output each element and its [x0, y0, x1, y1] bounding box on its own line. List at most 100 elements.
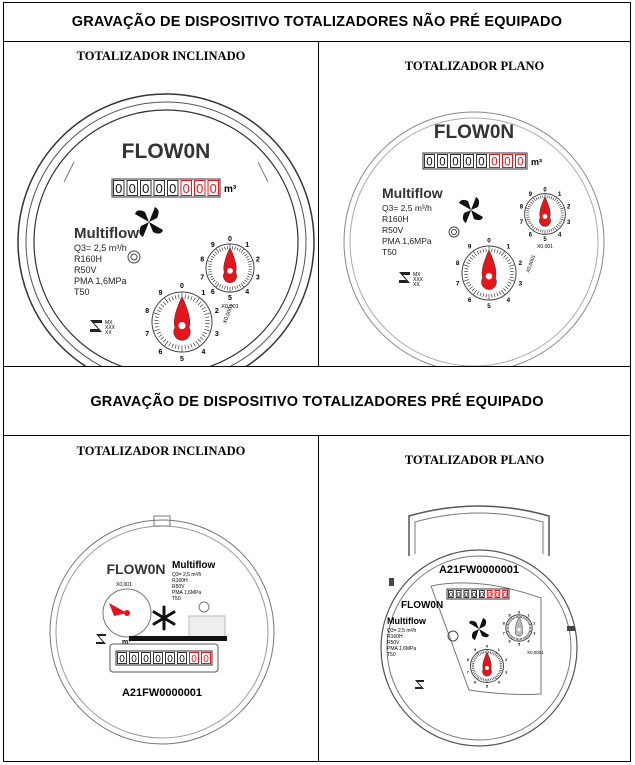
dial-tick [548, 195, 550, 199]
meter-drawing: FLOW0N Multiflow Q3= 2,5 m³/h R160H R50V… [49, 515, 275, 745]
dial-tick [498, 671, 501, 673]
propeller-icon [459, 197, 483, 223]
dial-hub [517, 628, 521, 632]
dial-tick [244, 279, 248, 283]
dial-pointer [481, 249, 497, 290]
dial-tick [168, 297, 171, 302]
dial-tick [203, 331, 208, 335]
dial-tick [489, 651, 492, 654]
dial-pointer [482, 651, 492, 677]
dial-tick [552, 197, 555, 201]
dial-tick [495, 654, 498, 657]
dial-number: 4 [245, 289, 249, 296]
dial-tick [508, 279, 515, 282]
dial-tick [509, 620, 512, 622]
odometer-digit: 0 [156, 181, 163, 196]
dial-number: 6 [529, 232, 533, 238]
dial-tick [473, 671, 476, 673]
odometer-digit-box [471, 590, 477, 598]
dial-tick [236, 285, 239, 289]
dial-tick [531, 200, 535, 203]
dial-number: 7 [467, 671, 469, 675]
dial-tick [473, 659, 476, 661]
dial-tick [178, 294, 180, 299]
dial-tick [524, 636, 527, 639]
odometer-digit-box [448, 590, 454, 598]
dial-number: 6 [159, 349, 163, 356]
dial-tick [552, 227, 555, 231]
dial-number: 6 [468, 297, 472, 304]
odometer-digit-box [437, 154, 448, 168]
unit-label: m³ [531, 157, 542, 167]
odometer-digit-box [489, 154, 500, 168]
dial-number: 5 [180, 356, 184, 363]
dial-tick [535, 197, 538, 201]
dial-tick [242, 251, 246, 255]
dial-tick [525, 218, 530, 221]
dial-tick [471, 254, 475, 258]
dial-number: 9 [159, 290, 163, 297]
propeller-icon [469, 618, 489, 640]
dial-number: 7 [145, 331, 149, 338]
dial-tick [482, 651, 485, 654]
dial-tick [238, 284, 241, 288]
dial-tick [174, 295, 177, 300]
dial-tick [507, 632, 510, 634]
dial-tick [211, 277, 215, 281]
dial-number: 7 [200, 275, 204, 282]
dial-tick [560, 210, 564, 212]
dial-tick [527, 633, 530, 635]
dial-pointer [223, 247, 237, 283]
dial-tick [558, 222, 562, 225]
dial-tick [496, 656, 499, 659]
svg-text:XX: XX [413, 282, 420, 288]
dial-tick [247, 260, 253, 263]
dial-number: 4 [558, 232, 562, 238]
dial-number: 9 [529, 192, 533, 198]
svg-text:T50: T50 [382, 247, 397, 257]
dial-tick [555, 200, 559, 203]
dial-tick [234, 286, 236, 290]
inmetro-logo [96, 634, 106, 644]
section-title-pre-equipped: GRAVAÇÃO DE DISPOSITIVO TOTALIZADORES PR… [3, 366, 631, 436]
dial-number: 0 [487, 237, 491, 244]
dial-tick [467, 284, 472, 287]
odometer-digit-box [502, 590, 508, 598]
dial-number: 0 [518, 610, 520, 614]
dial-tick [482, 248, 485, 253]
dial-tick [203, 309, 208, 313]
dial-tick [498, 659, 501, 661]
dial-number: 2 [215, 308, 219, 315]
odometer-digit: 0 [439, 156, 445, 168]
dial-tick [499, 669, 503, 672]
dial-tick [514, 616, 516, 619]
dial-tick [491, 677, 493, 681]
odometer-digit-box [153, 180, 165, 196]
svg-text:MX: MX [105, 320, 113, 326]
odometer-digit: 0 [155, 654, 161, 665]
dial-tick [499, 660, 503, 663]
dial-tick [464, 268, 469, 270]
svg-text:PMA 1,6MPa: PMA 1,6MPa [382, 236, 432, 246]
panel-label: TOTALIZADOR INCLINADO [76, 49, 246, 63]
dial-tick [476, 251, 480, 255]
dial-tick [221, 247, 224, 251]
dial-tick [190, 296, 193, 301]
dial-tick [187, 295, 190, 300]
dial-tick [525, 618, 528, 621]
dial-number: 2 [256, 256, 260, 263]
dial-tick [523, 617, 526, 620]
dial-tick [507, 262, 512, 265]
dial-tick [244, 253, 248, 257]
odometer-digit: 0 [142, 181, 149, 196]
